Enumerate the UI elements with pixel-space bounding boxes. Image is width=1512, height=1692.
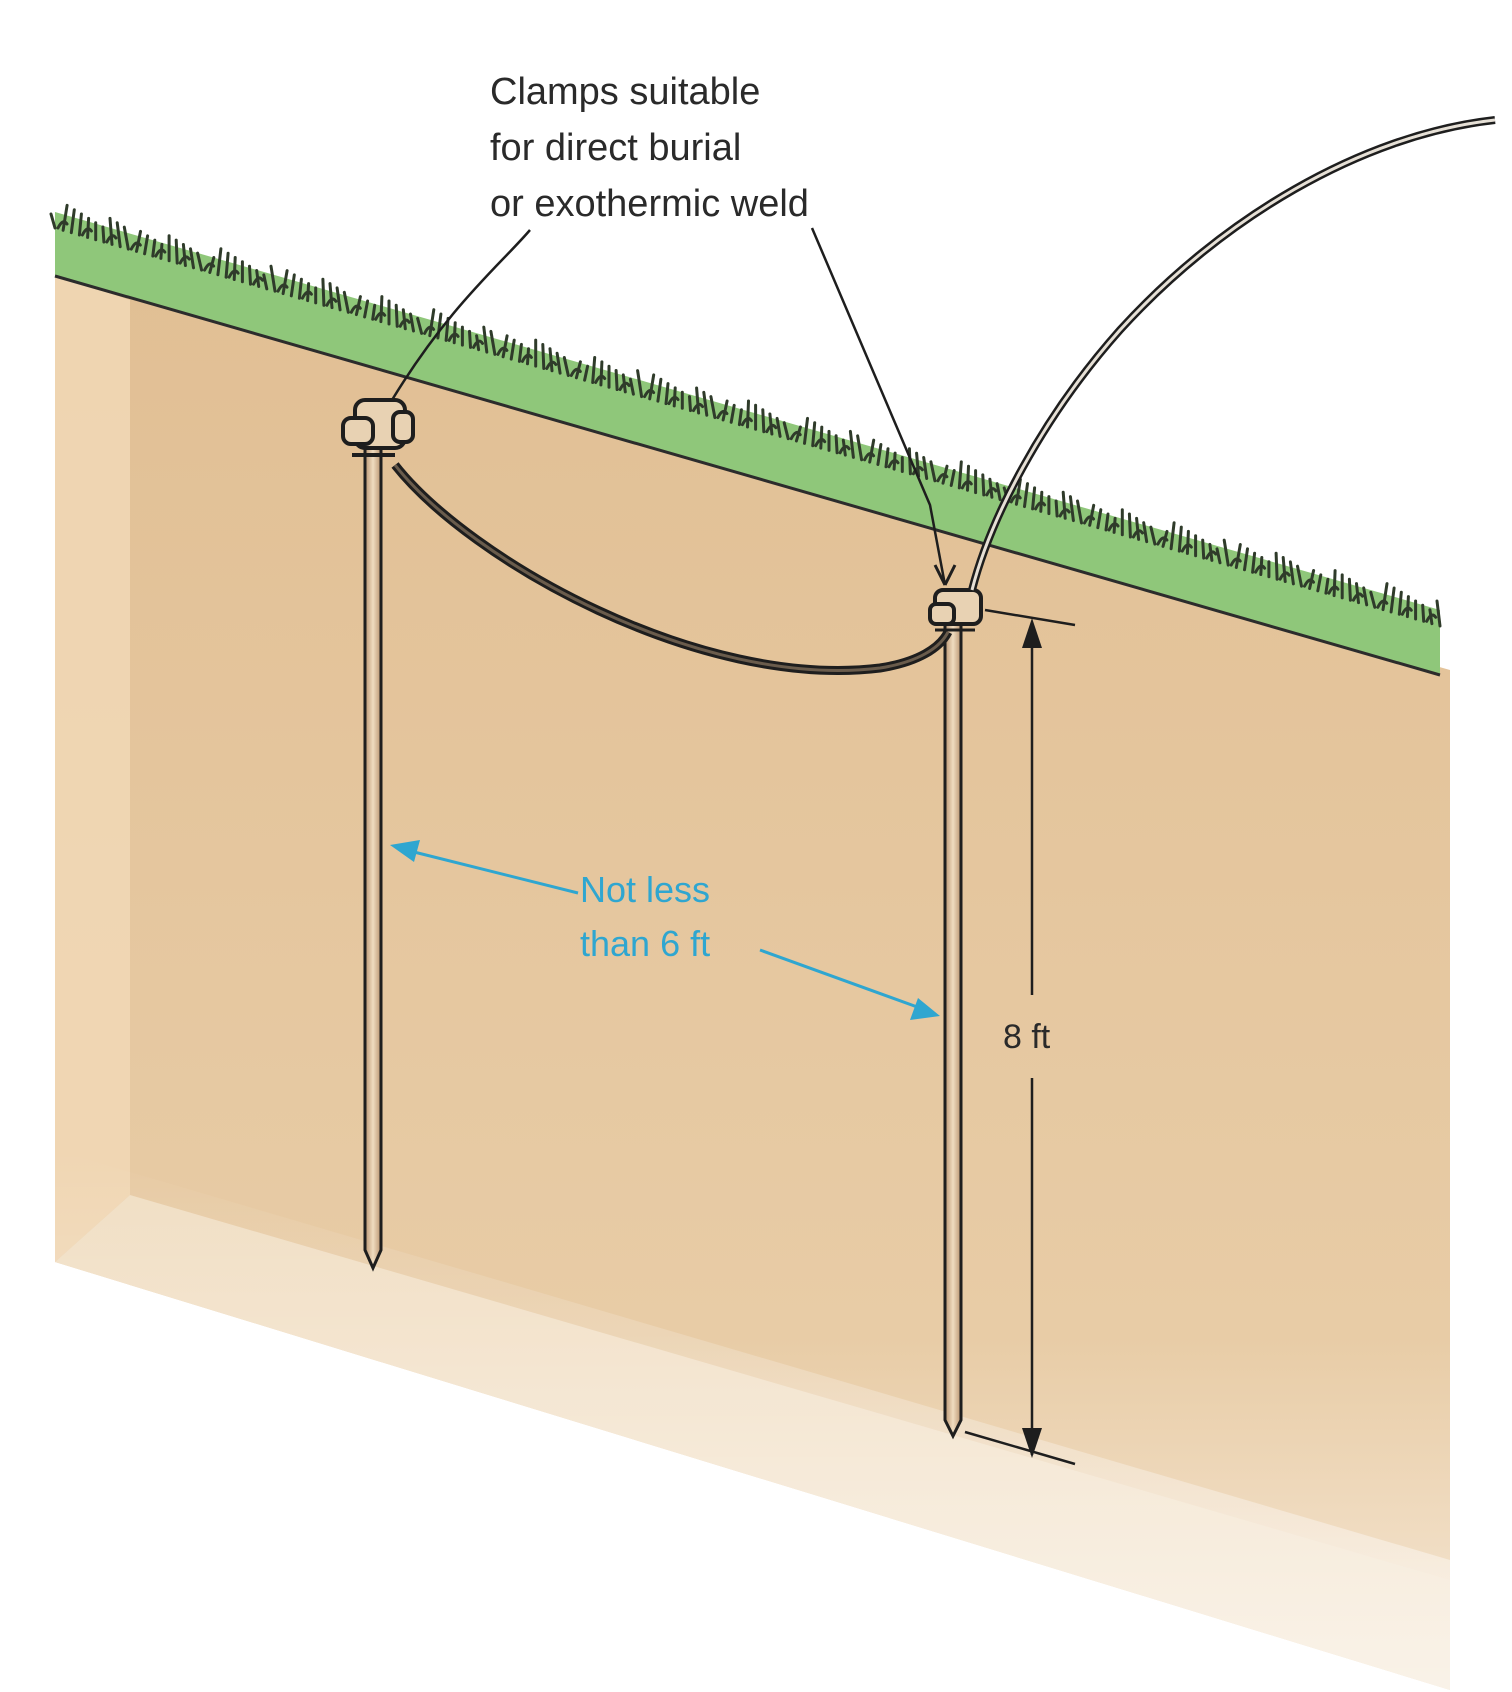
callout-leaders [390,227,957,586]
clamps-callout-label: Clamps suitable for direct burial or exo… [490,71,809,225]
callout-line-3: or exothermic weld [490,183,809,225]
spacing-line-2: than 6 ft [580,923,710,964]
grounding-electrode-conductor [968,116,1496,591]
callout-line-2: for direct burial [490,127,741,169]
depth-dimension [964,608,1076,1466]
depth-label: 8 ft [1003,1018,1051,1056]
grass-surface [49,203,1442,677]
spacing-arrowhead-right [910,998,940,1020]
soil-section [55,275,1450,1690]
clamp-left [341,398,415,457]
depth-arrowhead-top [1022,618,1042,648]
spacing-arrow [390,840,940,1020]
spacing-line-1: Not less [580,869,710,910]
callout-line-1: Clamps suitable [490,71,760,113]
clamp-right [928,588,983,632]
spacing-arrowhead-left [390,840,420,862]
ground-rod-right [943,613,963,1440]
bonding-conductor [391,462,953,675]
depth-arrowhead-bottom [1022,1428,1042,1458]
spacing-label: Not less than 6 ft [580,869,720,964]
ground-rod-left [363,443,383,1272]
